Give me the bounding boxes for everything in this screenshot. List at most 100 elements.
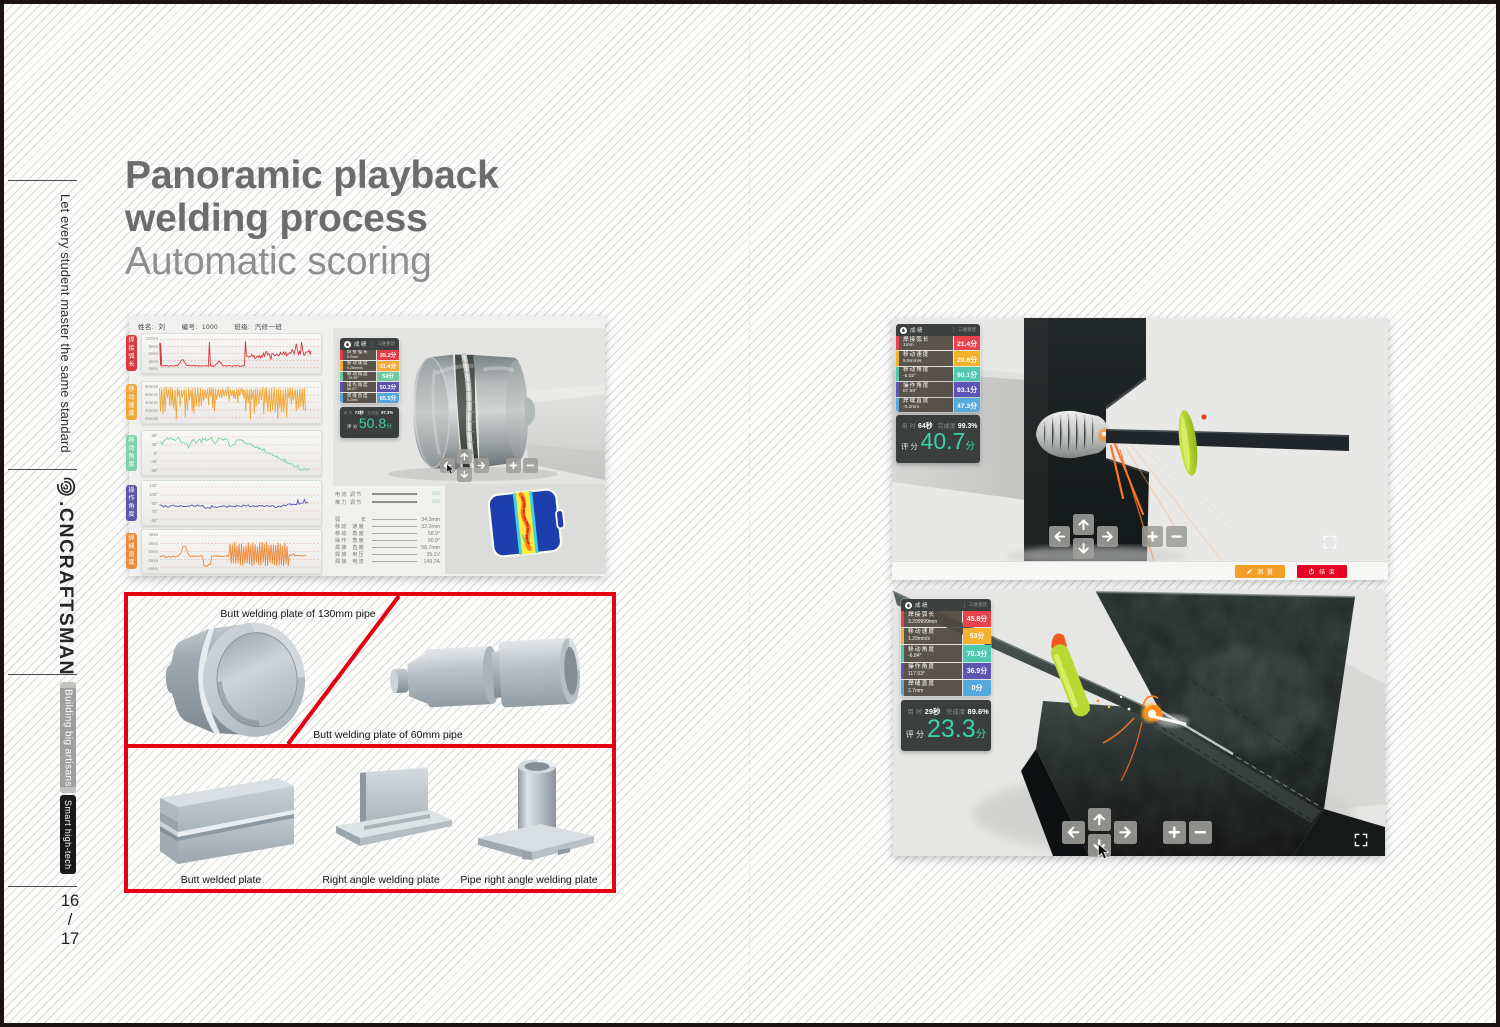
zoom-in-button[interactable]: [1163, 821, 1186, 844]
arrow-up-icon: [460, 452, 469, 461]
stat-score-chip: 93.1分: [954, 382, 980, 397]
axis-tick-label: 6mm: [148, 351, 158, 356]
stat-color-bar: [340, 350, 343, 360]
stat-score-chip: 70.3分: [963, 645, 991, 662]
stat-score-chip: 54分: [377, 371, 399, 382]
fullscreen-icon[interactable]: [1353, 832, 1369, 848]
completion-value: 89.6%: [967, 706, 989, 716]
axis-tick-label: 0mm: [148, 549, 158, 554]
arrow-up-icon: [1078, 519, 1089, 531]
fullscreen-icon[interactable]: [1322, 534, 1338, 550]
score-unit: 分: [975, 728, 987, 740]
time-value: 64秒: [918, 423, 933, 431]
stat-label: 操作角度: [903, 382, 930, 389]
name-label: 姓名:: [138, 324, 155, 331]
param-value: 35.1V: [426, 551, 440, 558]
adjust-slider-track[interactable]: [372, 493, 417, 495]
score-badge-icon: [905, 601, 912, 609]
specimen-models-box: Butt welding plate of 130mm pipe Butt we…: [124, 592, 616, 893]
axis-tick-label: 0mm/s: [145, 416, 158, 421]
stat-value: 3.299999mm: [908, 619, 938, 625]
stat-score-text: 31.4分: [379, 363, 397, 370]
pan-up-button[interactable]: [1088, 808, 1111, 831]
pan-right-button[interactable]: [1097, 526, 1118, 547]
score-badge-icon: [344, 340, 351, 348]
pan-left-button[interactable]: [1062, 821, 1085, 844]
time-label: 用 时: [901, 424, 917, 431]
score-number: 23.3: [927, 715, 976, 743]
pan-left-button[interactable]: [1049, 526, 1070, 547]
pan-up-button[interactable]: [457, 449, 472, 464]
pan-down-button[interactable]: [1073, 538, 1094, 559]
stats-subtitle: 三维重建: [953, 327, 976, 333]
sim-3d-scene[interactable]: [893, 589, 1385, 856]
finish-button[interactable]: 结 束: [1297, 564, 1347, 578]
weld-heatmap-3d-view[interactable]: [445, 484, 605, 574]
pan-up-button[interactable]: [1073, 514, 1094, 535]
param-value: 32.2mm: [421, 523, 440, 530]
stat-label-cell: 移动角度-75.95°: [343, 371, 376, 382]
axis-tick-label: 0°: [153, 450, 158, 456]
pan-right-button[interactable]: [474, 458, 489, 473]
page-number-total: 17: [60, 930, 80, 948]
arrow-left-icon: [1067, 826, 1080, 839]
pan-down-button[interactable]: [457, 467, 472, 482]
pan-right-button[interactable]: [1114, 821, 1137, 844]
adjust-label: 推力 调节: [335, 499, 363, 506]
stat-score-text: 36.9分: [966, 667, 988, 675]
chart-panel: 120°105°90°75°60°: [141, 480, 322, 526]
param-value: 34.3mm: [421, 516, 440, 523]
stat-color-bar: [340, 382, 343, 393]
adjust-slider-track[interactable]: [372, 501, 417, 503]
reset-view-button[interactable]: [588, 462, 601, 475]
arrow-right-icon: [477, 461, 486, 470]
id-label: 编号:: [181, 324, 198, 331]
stat-value: 88.07°: [347, 387, 358, 392]
time-label: 用 时: [907, 709, 923, 716]
stat-label: 焊缝直度: [903, 398, 930, 405]
param-divider-line: [372, 547, 417, 548]
zoom-out-button[interactable]: [1166, 526, 1187, 547]
brand-name: .CNCRAFTSMAN: [55, 501, 77, 677]
model-label-60mm: Butt welding plate of 60mm pipe: [313, 729, 463, 741]
stat-label: 操作角度: [347, 382, 369, 387]
mouse-cursor-icon: [1098, 842, 1110, 860]
model-label-130mm: Butt welding plate of 130mm pipe: [220, 608, 376, 620]
measure-button[interactable]: 测 量: [1235, 564, 1285, 578]
chart-label-text: 焊接弧长: [128, 337, 135, 368]
param-divider-line: [372, 519, 417, 520]
zoom-in-button[interactable]: [506, 458, 521, 473]
score-label: 评 分: [905, 730, 925, 739]
stat-score-chip: 29.6分: [954, 351, 980, 366]
class-field: 班级: 汽修一班: [234, 324, 282, 331]
axis-tick-label: -4mm: [147, 566, 158, 571]
sim-stats-header: 成 绩三维重建: [901, 599, 991, 611]
stat-score-chip: 65.5分: [377, 393, 399, 403]
chart-label-text: 焊缝直度: [128, 535, 135, 566]
zoom-out-button[interactable]: [1189, 821, 1212, 844]
pan-down-button[interactable]: [1088, 834, 1111, 860]
completion-value: 97.3%: [381, 410, 394, 416]
axis-tick-label: 120°: [149, 483, 158, 488]
arrow-down-icon: [1078, 542, 1089, 554]
score-number: 40.7: [920, 428, 966, 455]
stat-color-bar: [896, 351, 899, 366]
zoom-in-button[interactable]: [1142, 526, 1163, 547]
plus-icon: [1147, 531, 1158, 542]
pan-left-button[interactable]: [440, 458, 455, 475]
zoom-out-button[interactable]: [523, 458, 538, 473]
chart-label-pill: 操作角度: [126, 485, 137, 521]
